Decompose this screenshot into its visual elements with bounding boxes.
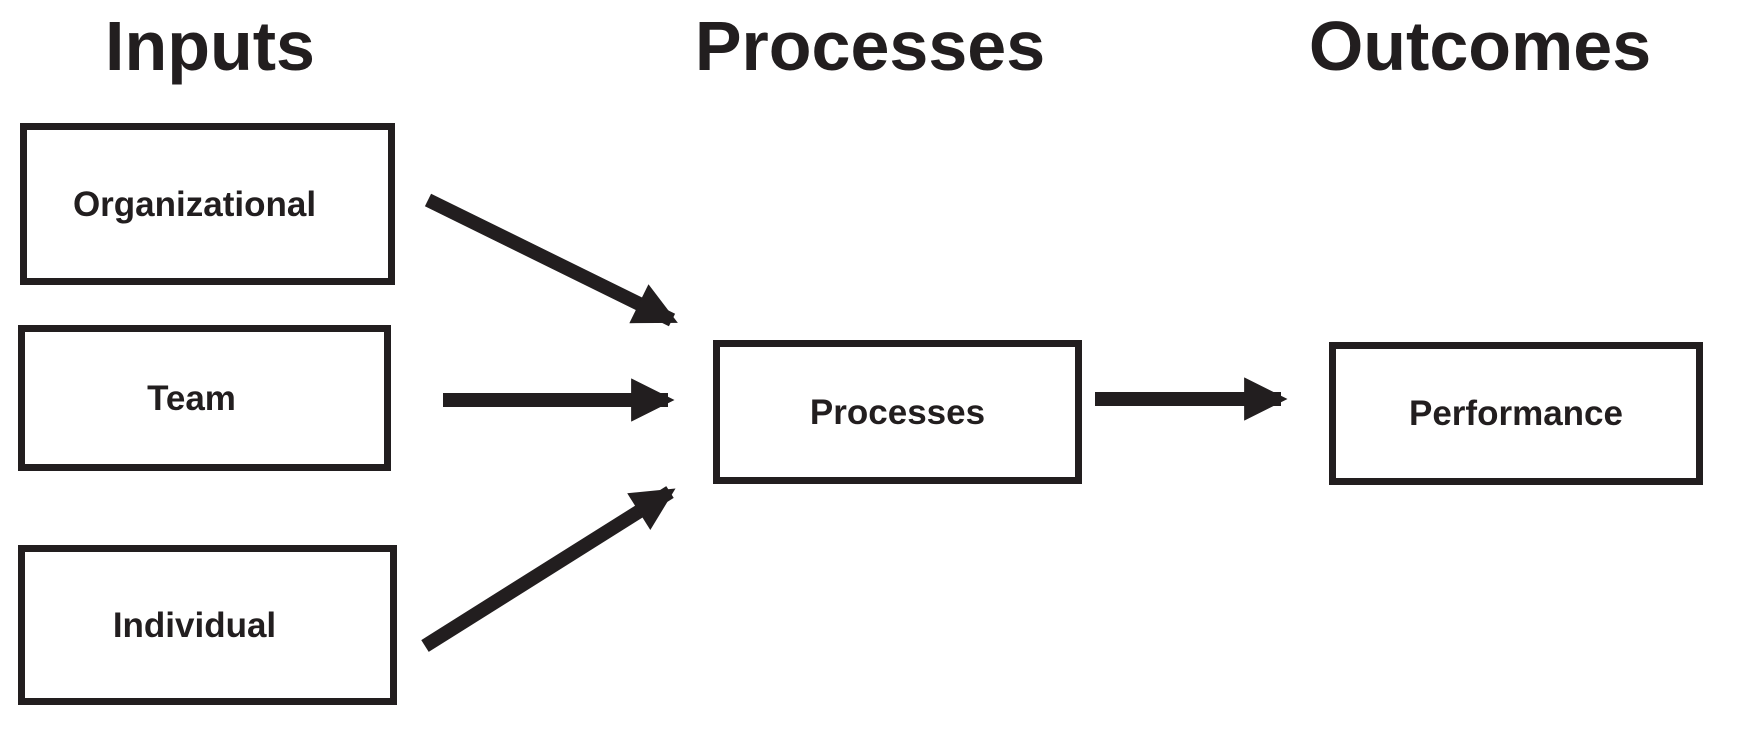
- node-organizational-label: Organizational: [72, 184, 317, 224]
- column-header-inputs: Inputs: [105, 7, 315, 85]
- node-team-label: Team: [147, 378, 236, 418]
- node-performance: Performance: [1329, 342, 1703, 485]
- node-organizational: Organizational: [20, 123, 395, 285]
- node-processes-label: Processes: [809, 392, 986, 432]
- node-team: Team: [18, 325, 391, 471]
- node-individual-label: Individual: [112, 605, 277, 645]
- node-processes: Processes: [713, 340, 1082, 484]
- arrow-organizational-to-processes: [424, 193, 678, 327]
- node-performance-label: Performance: [1409, 394, 1623, 433]
- node-individual: Individual: [18, 545, 397, 705]
- column-header-processes: Processes: [694, 7, 1046, 85]
- column-header-outcomes: Outcomes: [1308, 7, 1652, 85]
- arrow-individual-to-processes: [421, 486, 676, 652]
